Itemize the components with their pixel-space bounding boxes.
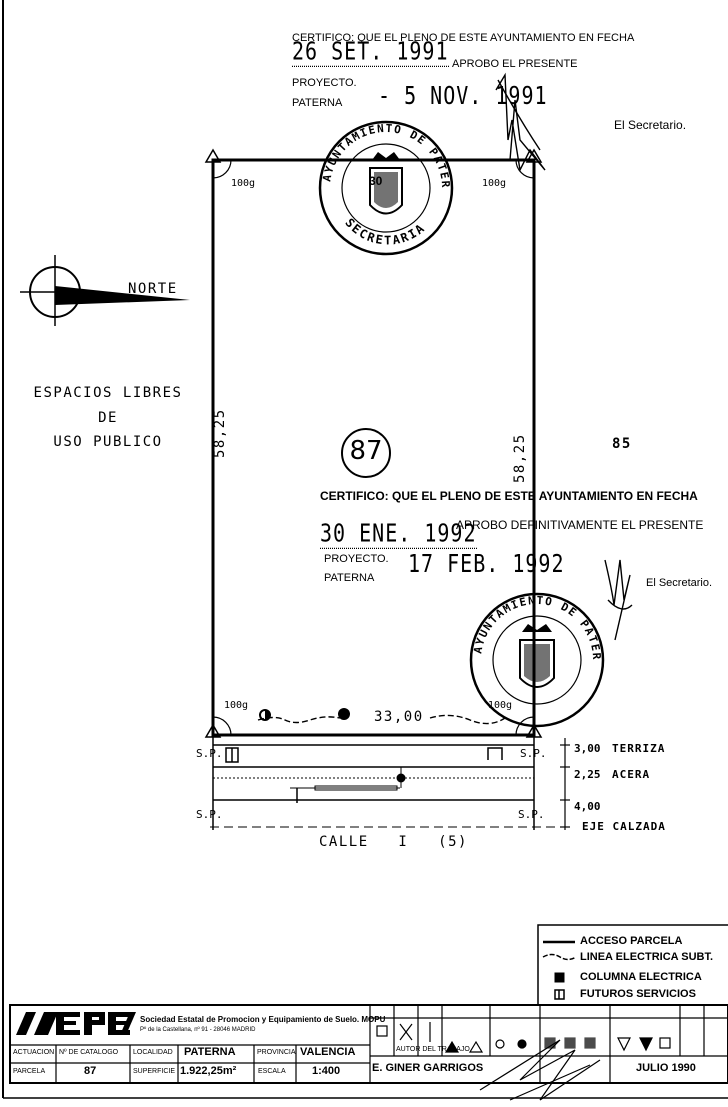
left-area-line1: ESPACIOS LIBRES bbox=[33, 385, 183, 401]
plan-symbol-icon bbox=[376, 1025, 388, 1037]
angle-top-left: 100g bbox=[231, 178, 256, 189]
legend-item-electric-line: LINEA ELECTRICA SUBT. bbox=[580, 951, 714, 963]
left-area-line3: USO PUBLICO bbox=[53, 434, 163, 450]
dimension-right: 58,25 bbox=[512, 433, 528, 483]
superficie-value: 1.922,25m² bbox=[180, 1065, 237, 1077]
electric-line-icon bbox=[257, 714, 506, 725]
neighbor-parcel-number: 85 bbox=[612, 436, 632, 452]
stamp-top-line2: APROBO EL PRESENTE bbox=[452, 58, 578, 70]
angle-bottom-right: 100g bbox=[488, 700, 513, 711]
company-name: Sociedad Estatal de Promocion y Equipami… bbox=[140, 1015, 386, 1024]
dimension-bottom: 33,00 bbox=[374, 709, 424, 725]
provincia-value: VALENCIA bbox=[300, 1046, 356, 1058]
parcela-value: 87 bbox=[84, 1065, 97, 1077]
company-address: Pº de la Castellana, nº 91 - 28046 MADRI… bbox=[140, 1027, 256, 1033]
stamp-top-line1: CERTIFICO: QUE EL PLENO DE ESTE AYUNTAMI… bbox=[292, 32, 635, 44]
section-label-1: TERRIZA bbox=[612, 742, 666, 755]
autor-value: E. GINER GARRIGOS bbox=[372, 1062, 484, 1074]
header-parcela: PARCELA bbox=[13, 1068, 46, 1075]
seal-number: 30 bbox=[369, 174, 383, 188]
stamp-bottom-place: PATERNA bbox=[324, 572, 375, 584]
header-localidad: LOCALIDAD bbox=[133, 1049, 173, 1056]
header-autor: AUTOR DEL TRABAJO bbox=[396, 1046, 470, 1053]
section-value-3: 4,00 bbox=[574, 800, 601, 813]
escala-value: 1:400 bbox=[312, 1065, 341, 1077]
legend-item-access: ACCESO PARCELA bbox=[580, 935, 683, 947]
street-name: CALLE I (5) bbox=[319, 834, 468, 850]
section-value-2: 2,25 bbox=[574, 768, 601, 781]
angle-bottom-left: 100g bbox=[224, 700, 249, 711]
parcel-number-circle bbox=[341, 428, 391, 478]
signature-bottom bbox=[604, 559, 633, 641]
sp-bottom-right: S.P. bbox=[518, 808, 545, 821]
header-escala: ESCALA bbox=[258, 1068, 286, 1075]
signature-top bbox=[495, 72, 546, 173]
stamp-bottom-date1: 30 ENE. 1992 bbox=[320, 517, 477, 549]
stamp-bottom-secretary: El Secretario. bbox=[646, 577, 713, 589]
title-block-grid bbox=[9, 1004, 728, 1084]
stamp-bottom-line3: PROYECTO. bbox=[324, 553, 389, 565]
parcel-number: 87 bbox=[349, 436, 383, 466]
north-arrow-icon bbox=[20, 255, 190, 326]
stamp-top-date2: - 5 NOV. 1991 bbox=[378, 80, 548, 110]
north-label: NORTE bbox=[128, 281, 178, 297]
stamp-bottom-line1: CERTIFICO: QUE EL PLENO DE ESTE AYUNTAMI… bbox=[320, 489, 698, 503]
header-superficie: SUPERFICIE bbox=[133, 1068, 176, 1075]
epes-logo-icon bbox=[16, 1012, 136, 1035]
stamp-bottom-line2: APROBO DEFINITIVAMENTE EL PRESENTE bbox=[456, 518, 704, 532]
stamp-top-place: PATERNA bbox=[292, 97, 343, 109]
legend-item-electric-column: COLUMNA ELECTRICA bbox=[580, 971, 702, 983]
stamp-top-date1: 26 SET. 1991 bbox=[292, 35, 449, 67]
section-dimensions bbox=[560, 738, 570, 830]
localidad-value: PATERNA bbox=[184, 1046, 236, 1058]
header-catalogo: Nº DE CATALOGO bbox=[59, 1049, 119, 1056]
street-section bbox=[210, 735, 565, 830]
section-label-2: ACERA bbox=[612, 768, 651, 781]
fecha-value: JULIO 1990 bbox=[636, 1062, 696, 1074]
legend-box bbox=[537, 924, 728, 1006]
section-value-1: 3,00 bbox=[574, 742, 601, 755]
header-actuacion: ACTUACION bbox=[13, 1049, 55, 1056]
section-label-3: EJE CALZADA bbox=[582, 820, 666, 833]
header-provincia: PROVINCIA bbox=[257, 1049, 296, 1056]
angle-top-right: 100g bbox=[482, 178, 507, 189]
sp-top-left: S.P. bbox=[196, 747, 223, 760]
dimension-left: 58,25 bbox=[212, 408, 228, 458]
sp-bottom-left: S.P. bbox=[196, 808, 223, 821]
stamp-top-line3: PROYECTO. bbox=[292, 77, 357, 89]
stamp-bottom-date2: 17 FEB. 1992 bbox=[408, 548, 565, 578]
electric-column-icon bbox=[338, 708, 350, 720]
sp-top-right: S.P. bbox=[520, 747, 547, 760]
stamp-top-secretary: El Secretario. bbox=[614, 118, 687, 132]
left-area-line2: DE bbox=[98, 410, 118, 426]
legend-item-future-services: FUTUROS SERVICIOS bbox=[580, 988, 696, 1000]
